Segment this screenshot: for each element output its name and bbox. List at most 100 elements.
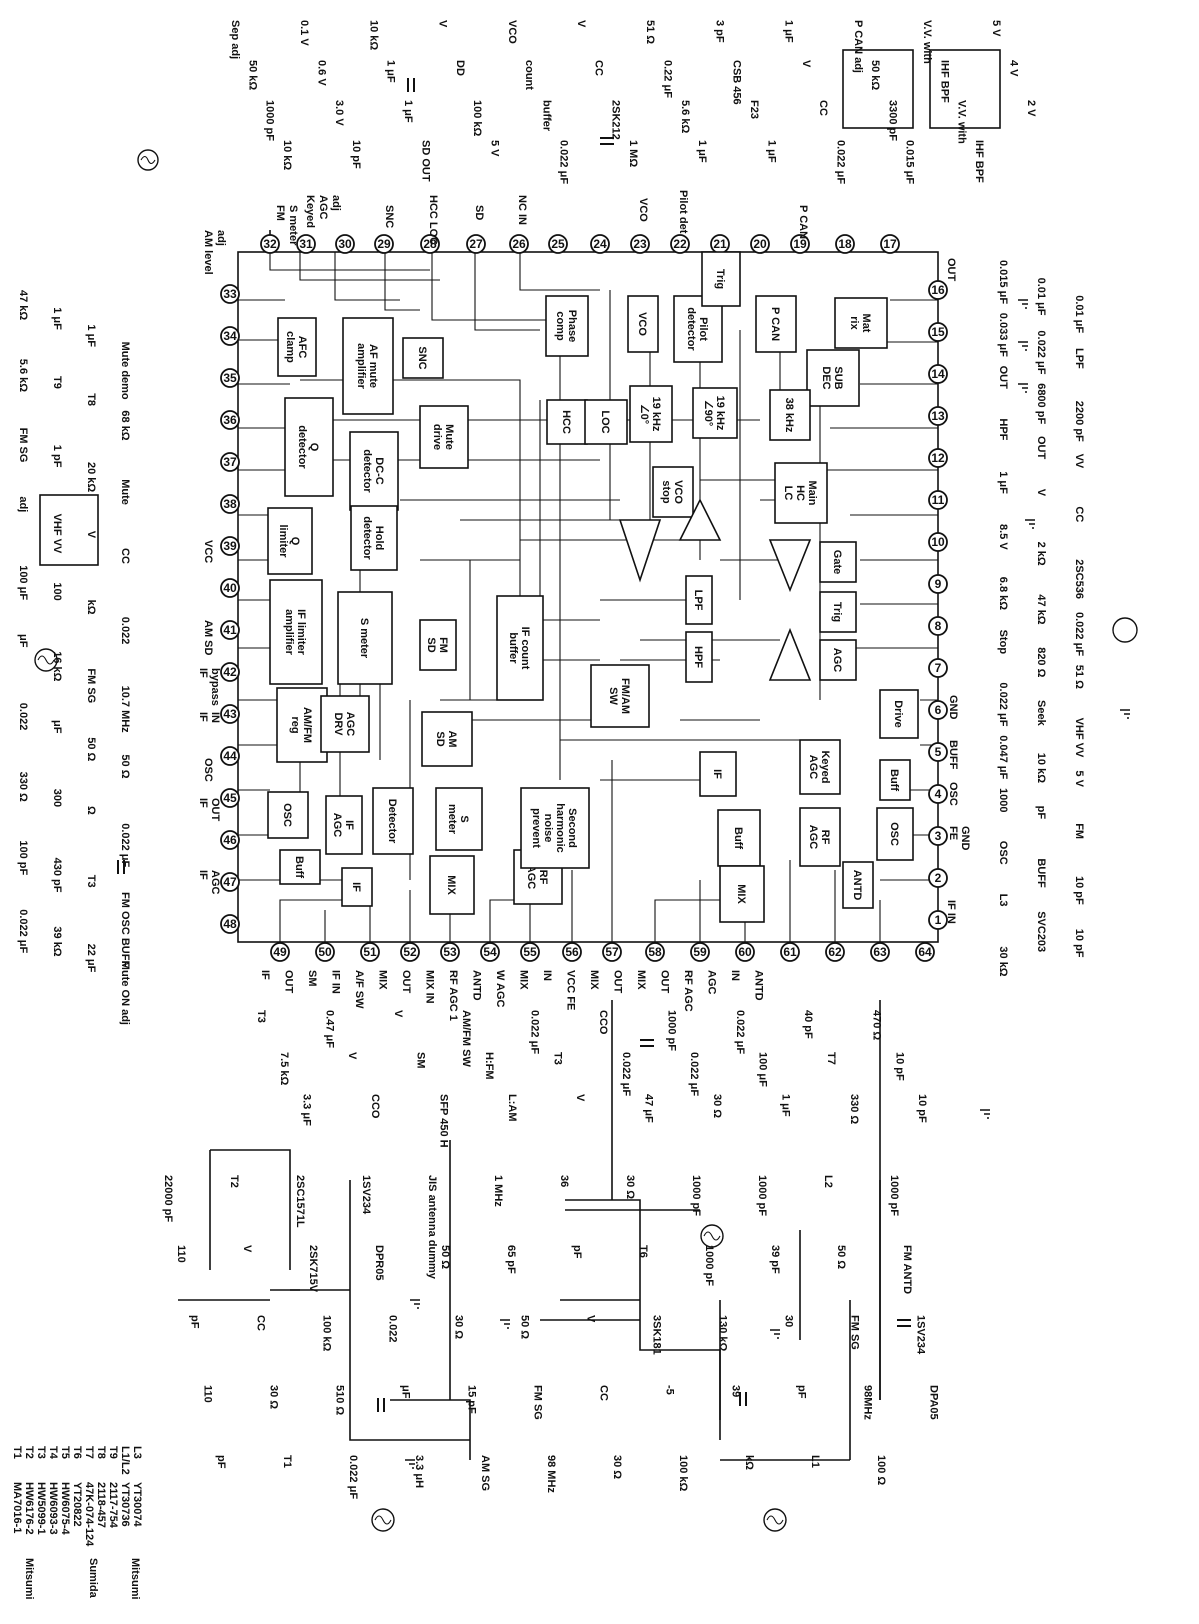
front-end-label: 65 pF <box>505 1245 517 1274</box>
block-q-detector: Qdetector <box>284 397 334 497</box>
right-component-label: 10 kΩ <box>1035 753 1047 783</box>
pin: 60 <box>735 942 755 962</box>
block-if-count-buffer: IF countbuffer <box>496 595 544 701</box>
svg-text:13: 13 <box>931 409 945 423</box>
block-trig: Trig <box>819 591 857 633</box>
left-component-label: FM OSC BUFF <box>119 892 131 967</box>
pin: 17 <box>880 234 900 254</box>
pin: 43 <box>220 704 240 724</box>
block-buff: Buff <box>279 849 321 885</box>
block-lpf: LPF <box>685 575 713 625</box>
svg-text:Buff: Buff <box>888 769 900 791</box>
front-end-label: CC <box>598 1385 610 1401</box>
block-vco-stop: VCOstop <box>652 466 694 518</box>
svg-text:18: 18 <box>838 237 852 251</box>
buffer-amp-icon <box>618 519 662 583</box>
bottom-pin-label: ANTD <box>753 970 765 1001</box>
block-agc-drv: AGCDRV <box>320 695 370 753</box>
pin: 48 <box>220 914 240 934</box>
top-component-label: 1 μF <box>402 100 414 123</box>
bottom-pin-label: MIX <box>377 970 389 990</box>
svg-text:32: 32 <box>263 237 277 251</box>
top-pin-label: SNC <box>383 205 395 228</box>
front-end-label: 0.022 μF <box>347 1455 359 1499</box>
pin: 45 <box>220 788 240 808</box>
svg-text:48: 48 <box>223 917 237 931</box>
right-component-label: 2 kΩ <box>1035 542 1047 566</box>
svg-text:27: 27 <box>469 237 483 251</box>
block-if-limiter-amplifier: IF limiteramplifier <box>269 579 323 685</box>
block-vco: VCO <box>627 295 659 353</box>
svg-text:Buff: Buff <box>732 827 744 849</box>
top-component-label: SD OUT <box>419 140 431 182</box>
pin: 9 <box>928 574 948 594</box>
svg-text:10: 10 <box>931 535 945 549</box>
right-component-label: 30 kΩ <box>997 946 1009 976</box>
bottom-component-label: 3.3 μF <box>301 1094 313 1126</box>
left-pin-label: bypass <box>209 668 221 706</box>
bottom-pin-label: OUT <box>659 970 671 994</box>
legend-row: T1MA7016-1 <box>11 1446 23 1533</box>
block-hold-detector: Holddetector <box>350 505 398 571</box>
svg-text:IF countbuffer: IF countbuffer <box>507 627 531 670</box>
left-component-label: Mute <box>119 479 131 505</box>
left-component-label: μF <box>17 634 29 648</box>
svg-text:Gate: Gate <box>831 550 843 574</box>
right-component-label: 2200 pF <box>1073 401 1085 442</box>
svg-text:64: 64 <box>918 945 932 959</box>
left-component-label: 16 kΩ <box>51 651 63 681</box>
front-end-label: 100 kΩ <box>677 1455 689 1492</box>
block-snc: SNC <box>402 337 444 379</box>
svg-text:36: 36 <box>223 413 237 427</box>
left-pin-label: adj <box>215 230 227 246</box>
svg-text:12: 12 <box>931 451 945 465</box>
front-end-label: T6 <box>637 1245 649 1258</box>
right-component-label: 51 Ω <box>1073 665 1085 689</box>
pin: 4 <box>928 784 948 804</box>
top-pin-label: NC IN <box>516 195 528 225</box>
bottom-pin-label: MIX <box>518 970 530 990</box>
svg-text:45: 45 <box>223 791 237 805</box>
right-component-label: 10 pF <box>1073 929 1085 958</box>
bottom-component-label: V <box>574 1094 586 1102</box>
block-mix: MIX <box>719 865 765 923</box>
bottom-component-label: 10 pF <box>916 1094 928 1123</box>
svg-text:FM/AMSW: FM/AMSW <box>607 678 631 714</box>
am-sg-source-icon <box>371 1508 395 1532</box>
svg-text:51: 51 <box>363 945 377 959</box>
svg-text:58: 58 <box>648 945 662 959</box>
svg-text:RFAGC: RFAGC <box>525 865 549 890</box>
left-component-label: 0.022 μF <box>17 909 29 953</box>
right-component-label: 1 μF <box>997 471 1009 494</box>
svg-text:38: 38 <box>223 497 237 511</box>
top-component-label: 50 kΩ <box>246 60 258 90</box>
svg-text:19: 19 <box>793 237 807 251</box>
signal-sources <box>34 149 1138 1532</box>
top-component-label: V.V. with <box>921 20 933 64</box>
top-pin-label: SD <box>473 205 485 220</box>
left-pins: 33 34 35 36 37 38 39 40 41 42 43 44 45 4… <box>220 284 240 934</box>
bottom-component-label: CCO <box>597 1010 609 1035</box>
bottom-component-label: 10 pF <box>893 1052 905 1081</box>
pin: 8 <box>928 616 948 636</box>
left-component-label: 1 pF <box>51 445 63 468</box>
top-component-label: 1 μF <box>783 20 795 43</box>
svg-text:AMSD: AMSD <box>434 730 458 747</box>
svg-text:7: 7 <box>935 661 942 675</box>
svg-text:IFAGC: IFAGC <box>331 813 355 838</box>
svg-text:SUBDEC: SUBDEC <box>820 366 844 389</box>
svg-text:IF: IF <box>711 769 723 779</box>
left-component-label: CC <box>119 548 131 564</box>
right-component-label: 0.01 μF <box>1073 295 1085 333</box>
svg-text:52: 52 <box>403 945 417 959</box>
bottom-pin-label: W AGC <box>494 970 506 1008</box>
right-component-label: 1000 <box>997 788 1009 812</box>
top-component-label: 5.6 kΩ <box>679 100 691 133</box>
pin: 31 <box>296 234 316 254</box>
legend-row: T82118-457 <box>95 1446 107 1528</box>
right-component-label: LPF <box>1073 348 1085 369</box>
bottom-pin-label: OUT <box>283 970 295 994</box>
svg-text:29: 29 <box>377 237 391 251</box>
right-component-label: SVC203 <box>1035 911 1047 952</box>
top-component-label: CSB 456 <box>731 60 743 105</box>
